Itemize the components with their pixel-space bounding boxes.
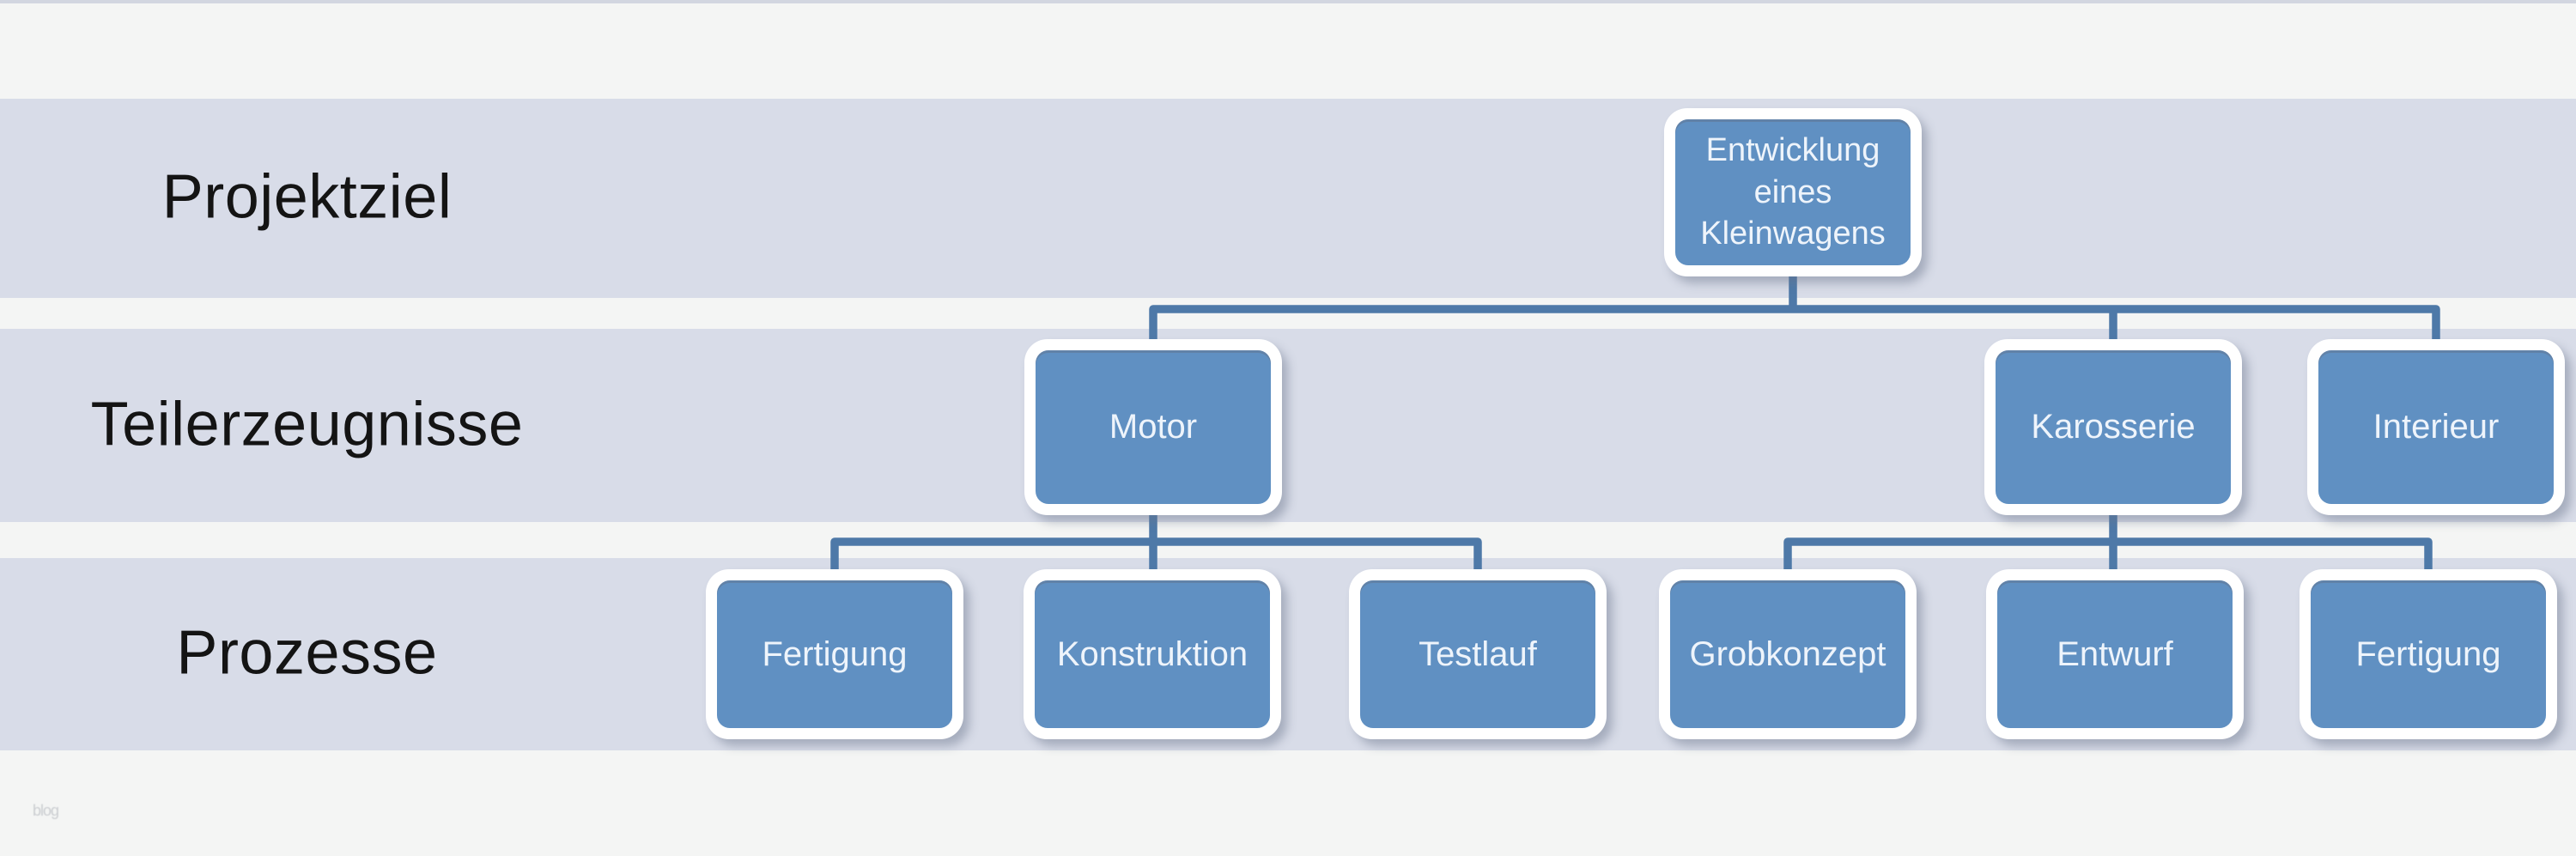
- node-konstruktion-label: Konstruktion: [1035, 580, 1270, 728]
- node-interieur: Interieur: [2307, 339, 2565, 515]
- row-label-projektziel: Projektziel: [161, 162, 453, 232]
- band-projektziel: Projektziel: [0, 99, 2576, 298]
- top-edge-line: [0, 0, 2576, 3]
- connector-bus-level1: [1149, 305, 2440, 343]
- node-motor-label: Motor: [1036, 350, 1271, 504]
- node-grobkonzept-label: Grobkonzept: [1670, 580, 1905, 728]
- node-karosserie: Karosserie: [1984, 339, 2242, 515]
- node-motor: Motor: [1024, 339, 1282, 515]
- node-konstruktion: Konstruktion: [1024, 569, 1281, 739]
- row-label-teilerzeugnisse: Teilerzeugnisse: [90, 389, 524, 458]
- node-fertigung-motor: Fertigung: [706, 569, 963, 739]
- node-fertigung-karosserie-label: Fertigung: [2311, 580, 2546, 728]
- node-entwurf: Entwurf: [1986, 569, 2244, 739]
- node-interieur-label: Interieur: [2318, 350, 2554, 504]
- node-entwicklung-eines-kleinwagens: Entwicklung eines Kleinwagens: [1664, 108, 1922, 276]
- node-fertigung-motor-label: Fertigung: [717, 580, 952, 728]
- connector-bus-karosserie: [1783, 537, 2433, 574]
- node-fertigung-karosserie: Fertigung: [2300, 569, 2557, 739]
- watermark: blog: [33, 802, 59, 819]
- node-entwicklung-label: Entwicklung eines Kleinwagens: [1675, 119, 1911, 265]
- node-entwurf-label: Entwurf: [1997, 580, 2233, 728]
- node-testlauf-label: Testlauf: [1360, 580, 1595, 728]
- node-grobkonzept: Grobkonzept: [1659, 569, 1917, 739]
- node-karosserie-label: Karosserie: [1996, 350, 2231, 504]
- node-testlauf: Testlauf: [1349, 569, 1607, 739]
- row-label-prozesse: Prozesse: [176, 618, 438, 688]
